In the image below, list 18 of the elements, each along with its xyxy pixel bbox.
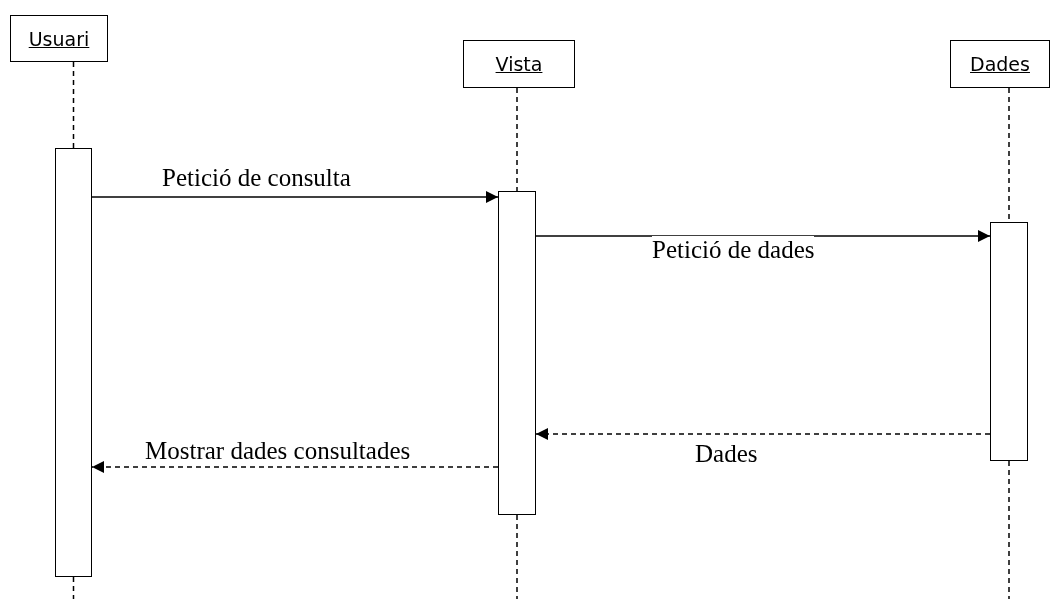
lifeline-header-box (10, 15, 108, 62)
lifeline (516, 87, 518, 192)
lifeline (1008, 460, 1010, 599)
message-arrow (535, 230, 991, 242)
lifeline (72, 576, 75, 599)
lifeline (72, 61, 75, 149)
object-name: Dades (970, 53, 1030, 75)
message-arrow (91, 191, 499, 203)
activation-bar (498, 191, 536, 515)
lifeline-header-box (463, 40, 575, 88)
lifeline-header-box (950, 40, 1050, 88)
lifeline (516, 514, 518, 599)
object-name: Usuari (28, 27, 90, 50)
return-message-arrow (535, 428, 991, 440)
activation-bar (990, 222, 1028, 461)
return-message-arrow (91, 461, 499, 473)
activation-bar (55, 148, 92, 577)
object-name: Vista (495, 53, 543, 75)
